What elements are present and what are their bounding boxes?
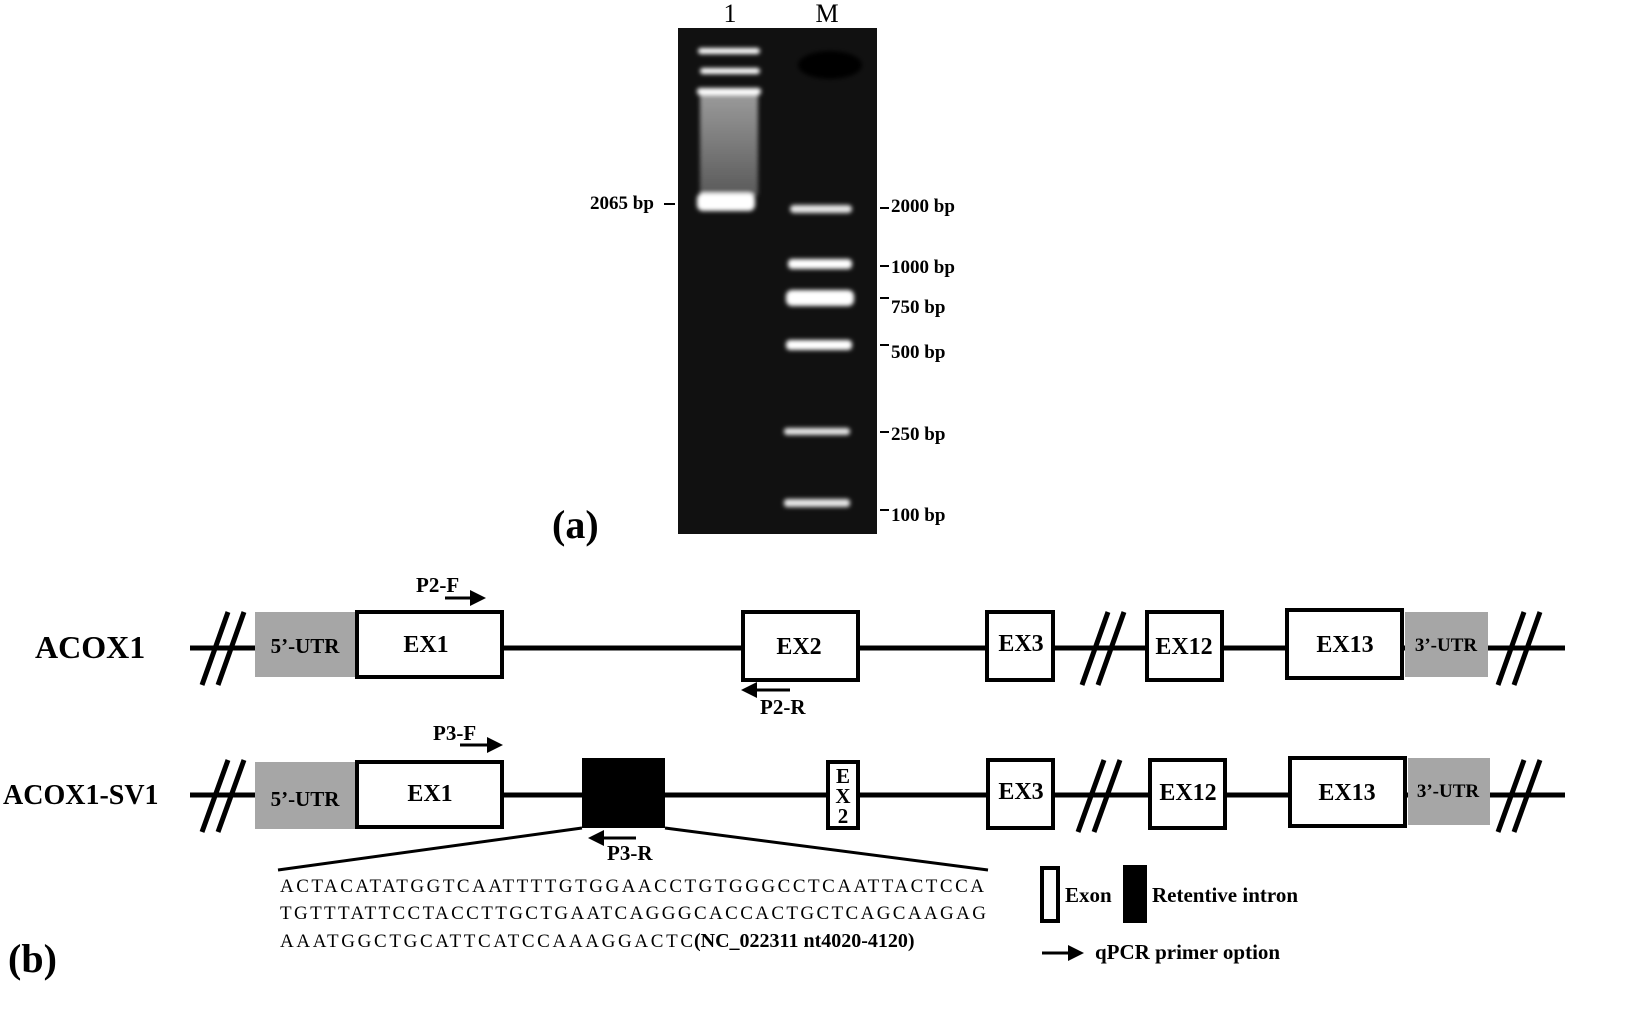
primer-f-label: P2-F <box>416 573 459 597</box>
arrow-left-icon <box>588 830 604 846</box>
exon-label: EX1 <box>407 781 452 807</box>
exon-label: EX1 <box>403 632 448 658</box>
well-band <box>697 88 761 95</box>
acox1-sv1-gene-structure: ACOX1-SV1 5’-UTR EX1 E X 2 EX3 EX12 EX13… <box>3 721 1565 872</box>
exon-box <box>741 610 860 682</box>
ladder-label: 100 bp <box>891 505 945 526</box>
ladder-label: 500 bp <box>891 342 945 363</box>
retentive-intron <box>582 758 665 828</box>
arrow-left-icon <box>741 682 757 698</box>
arrow-right-icon <box>1068 945 1084 961</box>
gel-panel: 1 M 2065 bp 2000 bp 1000 bp 750 bp <box>552 0 955 547</box>
exon-label: EX3 <box>998 631 1043 657</box>
exon-box <box>986 758 1055 830</box>
sequence-reference: (NC_022311 nt4020-4120) <box>694 930 915 952</box>
utr3-label: 3’-UTR <box>1417 781 1480 802</box>
primer-r-label: P2-R <box>760 695 806 719</box>
exon-label: EX12 <box>1155 634 1212 660</box>
exon-legend-swatch <box>1040 866 1060 923</box>
ladder-label: 1000 bp <box>891 257 955 278</box>
ladder-band-100 <box>784 499 850 507</box>
exon-box <box>985 610 1055 682</box>
legend-exon-label: Exon <box>1065 883 1112 907</box>
lane-label-m: M <box>815 0 838 28</box>
exon-label: E <box>836 764 850 788</box>
smear <box>700 95 758 195</box>
legend: Exon Retentive intron qPCR primer option <box>1040 865 1298 964</box>
primer-r-label: P3-R <box>607 841 653 865</box>
arrow-right-icon <box>487 737 503 753</box>
intron-legend-swatch <box>1123 865 1147 923</box>
primer-f-label: P3-F <box>433 721 476 745</box>
exon-label: EX12 <box>1159 780 1216 806</box>
break-icon <box>199 611 1543 686</box>
ladder-label: 2000 bp <box>891 196 955 217</box>
lane-label-1: 1 <box>724 0 737 28</box>
ladder-band-500 <box>786 340 852 350</box>
arrow-right-icon <box>470 590 486 606</box>
intron-sequence: ACTACATATGGTCAATTTTGTGGAACCTGTGGGCCTCAAT… <box>280 876 986 952</box>
marker-well <box>798 51 862 79</box>
acox1-gene-structure: ACOX1 5’-UTR EX1 EX2 EX3 EX12 EX13 3’-UT… <box>35 573 1565 719</box>
exon-label: EX3 <box>998 779 1043 805</box>
utr3-region <box>1408 758 1490 825</box>
well-band <box>698 48 760 54</box>
ladder-label: 250 bp <box>891 424 945 445</box>
sequence-line: AAATGGCTGCATTCATCCAAAGGACTC <box>280 931 693 952</box>
exon-box <box>1285 608 1404 680</box>
exon-label: X <box>835 784 850 808</box>
utr5-region <box>255 762 355 829</box>
sequence-line: TGTTTATTCCTACCTTGCTGAATCAGGGCACCACTGCTCA… <box>280 903 986 924</box>
utr5-label: 5’-UTR <box>271 787 341 811</box>
ladder-band-750 <box>786 290 854 306</box>
utr3-label: 3’-UTR <box>1415 635 1478 656</box>
break-icon <box>199 759 1543 833</box>
sample-band-label: 2065 bp <box>590 193 654 214</box>
utr5-label: 5’-UTR <box>271 634 341 658</box>
ladder-label: 750 bp <box>891 297 945 318</box>
utr5-region <box>255 612 355 677</box>
exon-box <box>1288 756 1407 828</box>
ladder-labels: 2000 bp 1000 bp 750 bp 500 bp 250 bp 100… <box>880 196 955 526</box>
exon-label: 2 <box>838 804 849 828</box>
well-band <box>700 68 760 74</box>
gel-bands <box>697 48 862 507</box>
exon-label: EX13 <box>1316 632 1373 658</box>
panel-b-label: (b) <box>8 936 57 981</box>
exon-box <box>1145 610 1224 682</box>
utr3-region <box>1405 612 1488 677</box>
sequence-line: ACTACATATGGTCAATTTTGTGGAACCTGTGGGCCTCAAT… <box>280 876 984 897</box>
exon-label: EX13 <box>1318 780 1375 806</box>
exon-box <box>826 760 860 830</box>
exon-box <box>355 610 504 679</box>
ladder-band-250 <box>784 428 850 435</box>
ladder-band-1000 <box>788 259 852 269</box>
panel-a-label: (a) <box>552 502 599 547</box>
gene-name: ACOX1 <box>35 629 145 665</box>
exon-label: EX2 <box>776 634 821 660</box>
ladder-band-2000 <box>790 205 852 213</box>
exon-box <box>1148 758 1227 830</box>
gene-name: ACOX1-SV1 <box>3 780 159 811</box>
legend-primer-label: qPCR primer option <box>1095 940 1280 964</box>
legend-intron-label: Retentive intron <box>1152 883 1298 907</box>
exon-box <box>355 760 504 829</box>
sample-band-2065 <box>697 193 755 211</box>
